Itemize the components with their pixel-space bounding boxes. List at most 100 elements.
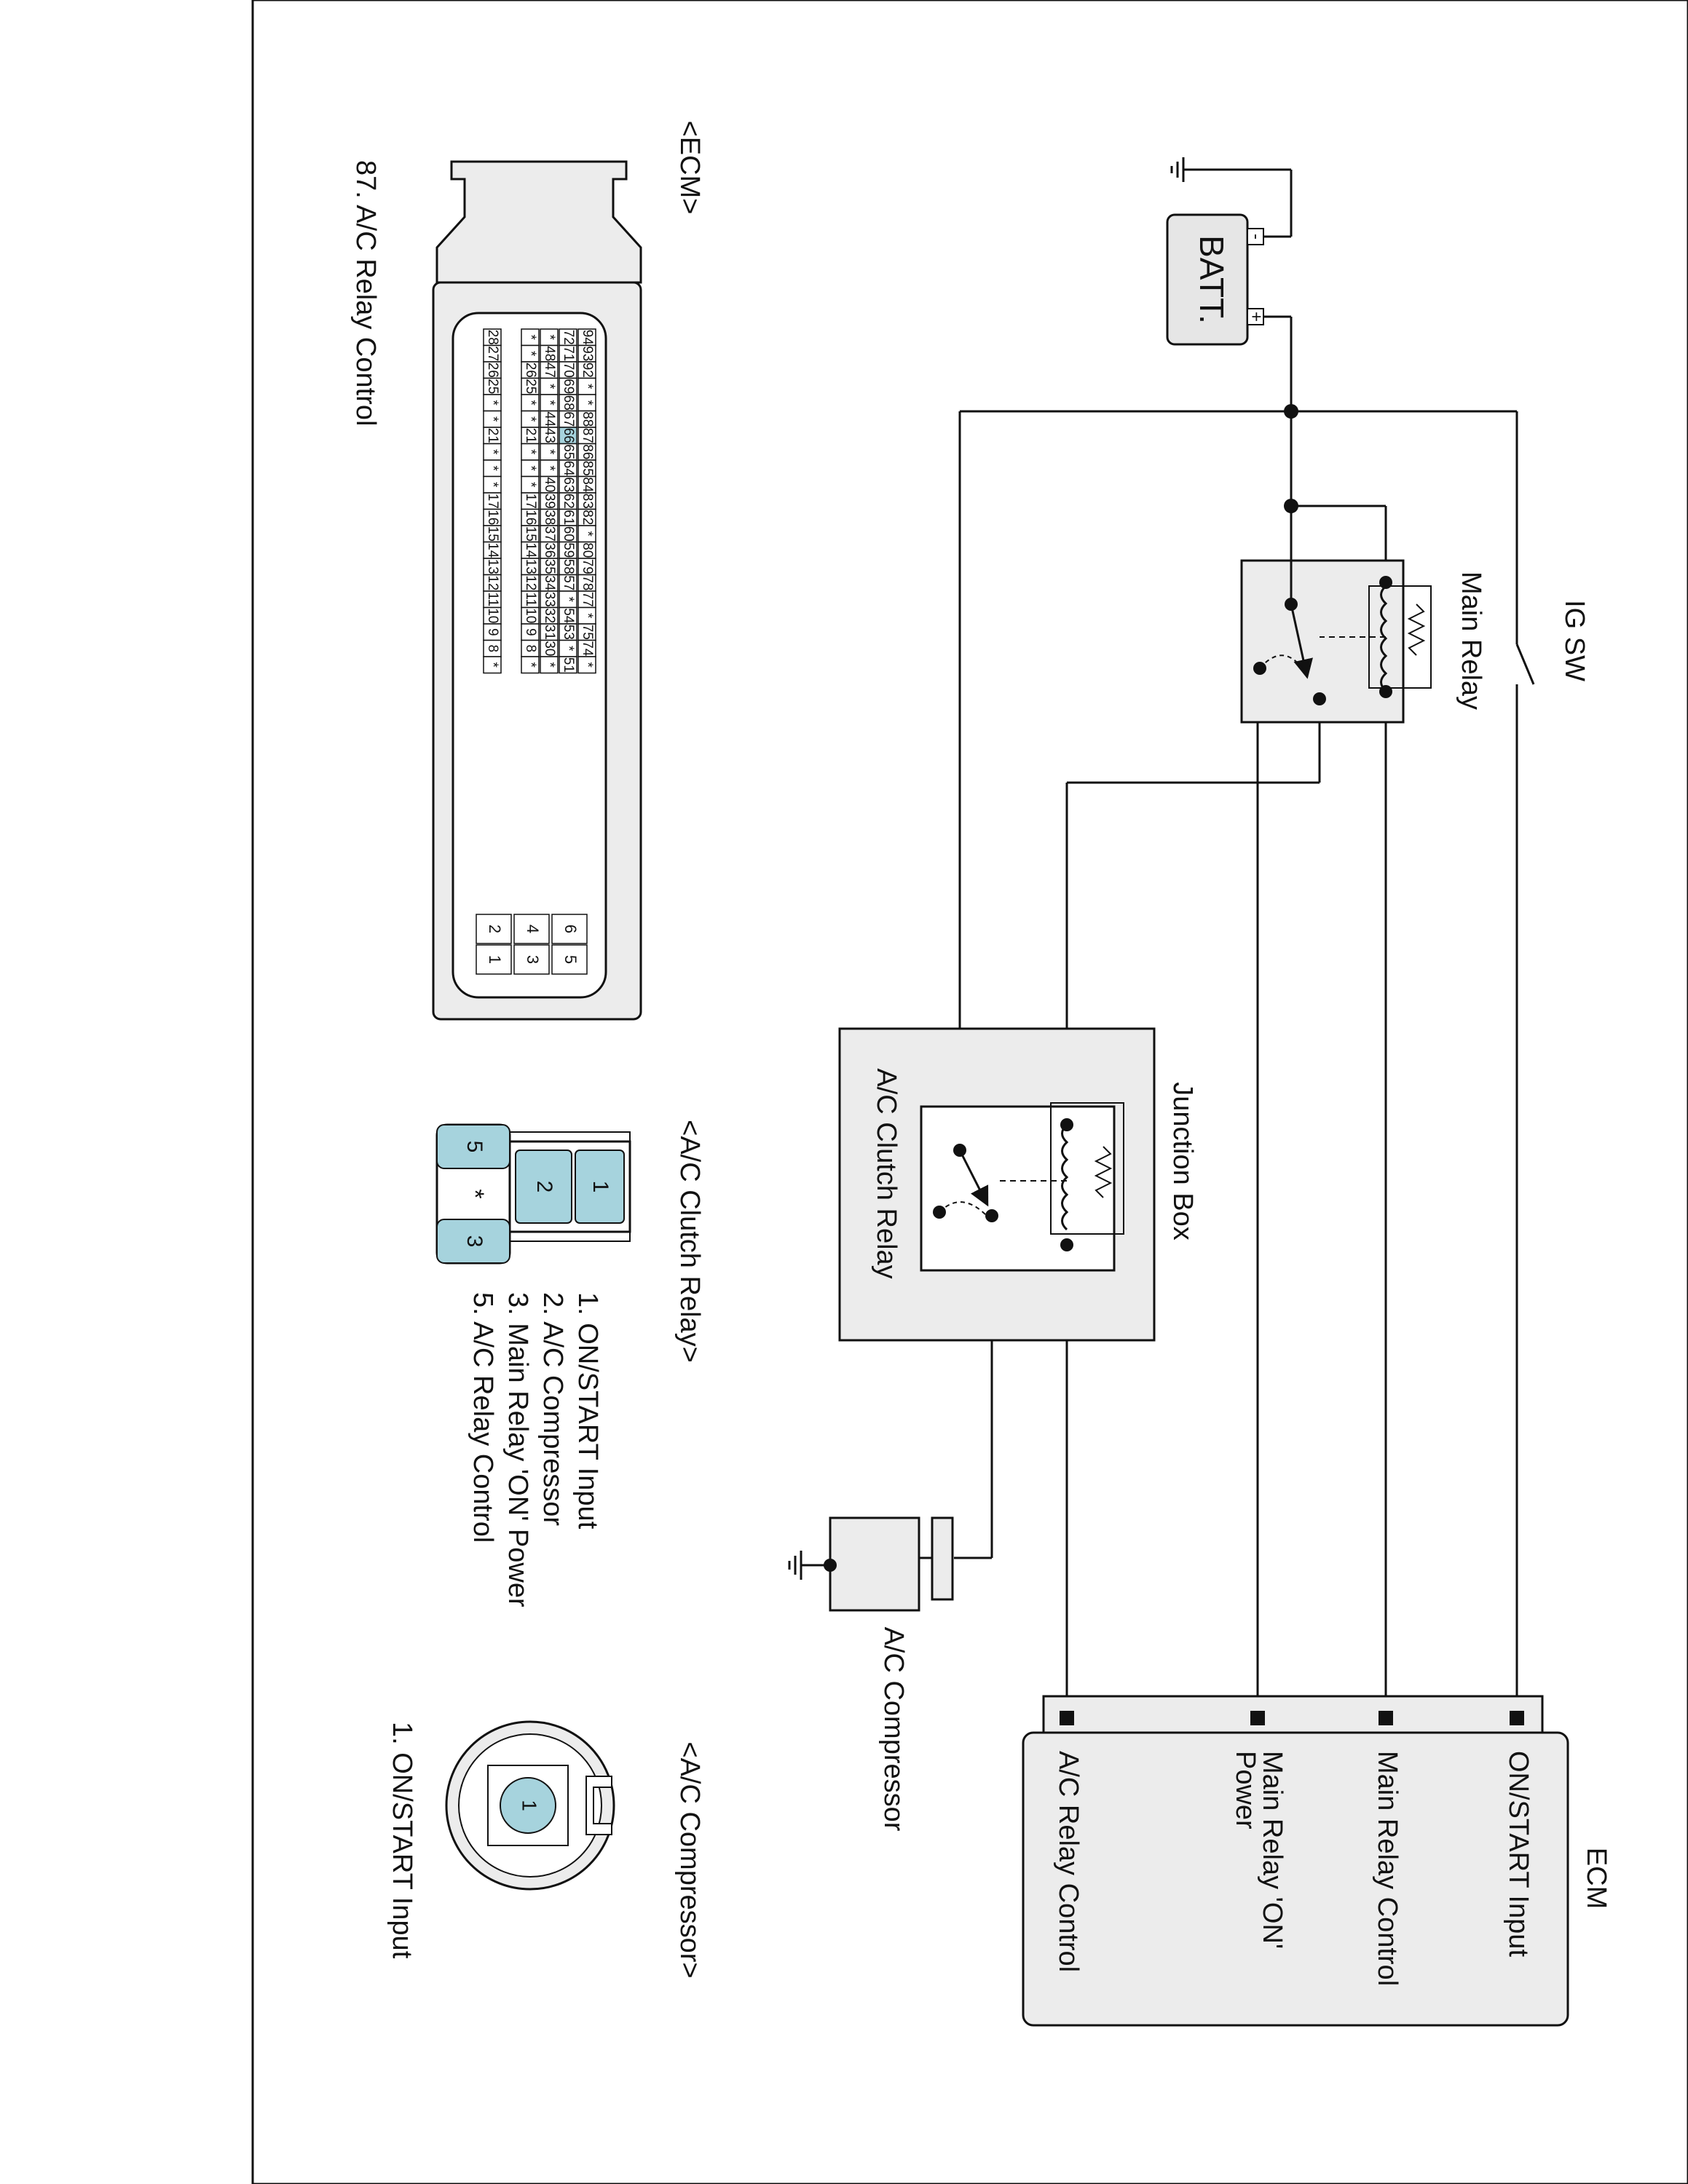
ecm-pin-label: 39 (542, 494, 557, 509)
ecm-pin-label: * (580, 613, 595, 619)
ac-clutch-relay-label: A/C Clutch Relay (871, 1068, 902, 1278)
main-relay-label: Main Relay (1456, 571, 1486, 710)
ecm-pin-label: * (542, 449, 557, 455)
ecm-pin-label: 38 (542, 510, 557, 525)
ecm-block: ECM ON/START Input Main Relay Control Ma… (1022, 1695, 1612, 2027)
ecm-pin-label: 11 (485, 592, 500, 606)
ac-compressor-connector: <A/C Compressor> 1 1. ON/START Input (387, 1720, 705, 1979)
main-wiring (954, 317, 1518, 1711)
ac-compressor: A/C Compressor (788, 1516, 954, 1832)
ecm-pin-label: 68 (561, 395, 576, 411)
ecm-pin-main-relay-control: Main Relay Control (1372, 1751, 1403, 1986)
ecm-pin-label: 88 (580, 411, 595, 427)
ecm-pin-label: * (542, 384, 557, 389)
ecm-pin-label: 37 (542, 526, 557, 542)
ig-switch-label: IG SW (1559, 600, 1590, 681)
ac-clutch-relay-connector: <A/C Clutch Relay> 1 2 5 * 3 1. ON/START… (435, 1120, 705, 1607)
ecm-pin-label: 84 (580, 477, 595, 493)
ecm-pin-label: 59 (561, 542, 576, 558)
ac-clutch-legend-3: 3. Main Relay 'ON' Power (502, 1292, 533, 1607)
ecm-pin-label: * (580, 400, 595, 406)
ac-clutch-pin-2: 2 (532, 1181, 556, 1193)
ground-icon (1170, 157, 1185, 182)
ecm-pin-label: 11 (523, 592, 538, 606)
ecm-pin-label: 83 (580, 494, 595, 509)
ac-clutch-relay (920, 1105, 1116, 1272)
ecm-pin-label: * (561, 646, 576, 652)
ecm-pin-label: 30 (542, 641, 557, 656)
ecm-pin-label: 86 (580, 444, 595, 459)
ac-compressor-pin-1: 1 (518, 1800, 541, 1811)
ac-compressor-legend-1: 1. ON/START Input (387, 1722, 417, 1959)
ecm-pin-label: 26 (523, 363, 538, 378)
ecm-pin-label: 67 (561, 411, 576, 427)
ecm-pin-power: Power (1230, 1751, 1261, 1829)
ecm-pin-label: * (542, 400, 557, 406)
ground-icon (788, 1551, 802, 1580)
ecm-small-cell (551, 944, 588, 975)
ecm-pin-label: 94 (580, 330, 595, 346)
ecm-pin-label: * (523, 482, 538, 488)
ecm-pin-label: * (580, 384, 595, 389)
ecm-pin-label: 78 (580, 575, 595, 590)
ecm-pin-label: * (523, 466, 538, 472)
ecm-pin-label: * (485, 449, 500, 455)
ecm-pin-label: 87 (580, 428, 595, 443)
battery-pos-label: + (1247, 312, 1266, 322)
junction-box: Junction Box A/C Clutch Relay (838, 1027, 1198, 1342)
ecm-pin-label: 15 (523, 526, 538, 542)
ecm-pin-label: 17 (485, 494, 500, 509)
ecm-pin-label: 71 (561, 346, 576, 361)
ecm-pin-label: 77 (580, 592, 595, 607)
ecm-pin-label: 9 (485, 628, 500, 636)
ecm-small-label: 6 (561, 925, 580, 933)
ac-compressor-connector-title: <A/C Compressor> (674, 1741, 705, 1978)
ecm-pin-label: * (542, 466, 557, 472)
ecm-pin-label: 12 (523, 575, 538, 590)
ac-clutch-legend-1: 1. ON/START Input (572, 1292, 603, 1530)
ecm-pin-cell (577, 656, 596, 674)
ecm-pin-label: * (523, 662, 538, 668)
ecm-pin-label: 27 (485, 346, 500, 361)
ac-clutch-pin-5: 5 (462, 1141, 486, 1153)
ecm-pin-label: 33 (542, 592, 557, 607)
ecm-pin-label: 35 (542, 559, 557, 574)
ecm-pin-label: * (523, 449, 538, 455)
ecm-small-label: 1 (486, 955, 504, 964)
ecm-pin-label: 14 (485, 542, 500, 558)
ecm-pin-label: 79 (580, 559, 595, 574)
ecm-small-cell (476, 944, 512, 975)
ecm-pin-label: 51 (561, 657, 576, 673)
ecm-pin-label: 10 (523, 608, 538, 623)
ecm-pin-cell (540, 656, 559, 674)
ecm-pin-label: 64 (561, 461, 576, 477)
ecm-title: ECM (1581, 1848, 1612, 1909)
junction-dots (1284, 404, 1298, 513)
ecm-pin-label: 25 (523, 379, 538, 394)
ecm-pin-label: 48 (542, 346, 557, 361)
ecm-pin-label: 17 (523, 494, 538, 509)
ecm-pin-label: 13 (523, 559, 538, 574)
ecm-pin-label: 72 (561, 330, 576, 345)
ac-clutch-pin-star: * (461, 1189, 489, 1198)
ecm-pin-label: 31 (542, 625, 557, 640)
ecm-small-cell (513, 944, 550, 975)
ecm-connector: <ECM> 87. A/C Relay Control 949392**8887… (350, 121, 705, 1021)
ac-clutch-legend-4: 5. A/C Relay Control (468, 1292, 498, 1543)
ac-compressor-label: A/C Compressor (878, 1627, 909, 1832)
ecm-pin-label: 13 (485, 559, 500, 574)
ecm-small-cell (513, 914, 550, 944)
ecm-pin-label: 63 (561, 477, 576, 492)
ecm-pin-label: * (523, 416, 538, 422)
ecm-pin-label: 16 (523, 510, 538, 525)
ecm-pin-label: 69 (561, 379, 576, 394)
ac-clutch-pin-1: 1 (588, 1181, 612, 1193)
ecm-pin-label: 75 (580, 625, 595, 640)
ecm-pin-grid: 949392**88878685848382*80797877*7574*727… (483, 328, 596, 674)
ecm-pin-label: 54 (561, 608, 576, 624)
ecm-pin-label: 28 (485, 330, 500, 345)
ecm-pin-label: 36 (542, 542, 557, 558)
ecm-pin-cell (483, 656, 502, 674)
ecm-small-label: 4 (524, 925, 542, 933)
